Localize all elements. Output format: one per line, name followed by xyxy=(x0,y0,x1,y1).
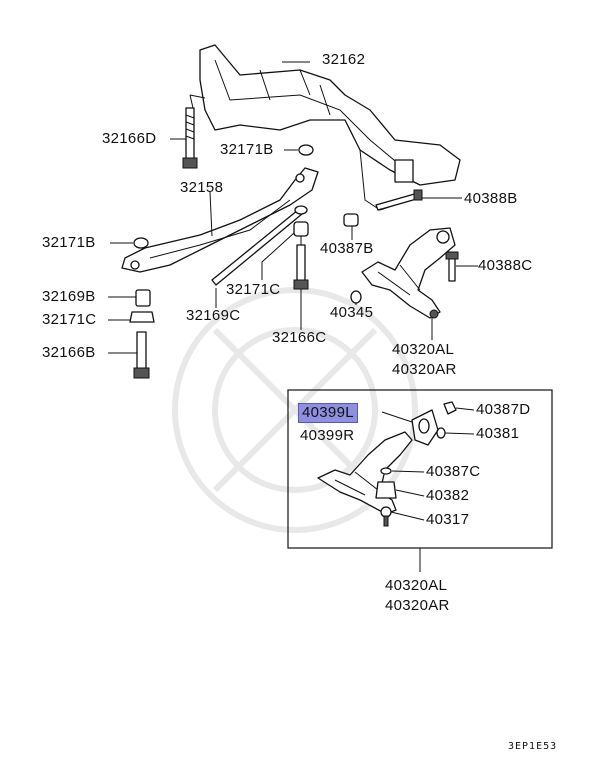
bushing-40399 xyxy=(411,409,439,446)
label-32162[interactable]: 32162 xyxy=(322,51,366,68)
label-40387c[interactable]: 40387C xyxy=(426,463,481,480)
diagram-code: 3EP1E53 xyxy=(508,741,558,752)
rod-32169c xyxy=(211,205,308,286)
bushing-32171c-mid xyxy=(293,221,309,245)
label-40320ar-bottom[interactable]: 40320AR xyxy=(385,597,450,614)
bar-32158 xyxy=(121,167,319,273)
label-40387d[interactable]: 40387D xyxy=(476,401,531,418)
spacer-32169b xyxy=(135,289,151,307)
leader-lines xyxy=(108,61,478,572)
label-32158[interactable]: 32158 xyxy=(180,179,224,196)
label-40382[interactable]: 40382 xyxy=(426,487,470,504)
label-40387b[interactable]: 40387B xyxy=(320,240,374,257)
lower-arm-40320-top xyxy=(361,227,456,319)
bushing-40387b xyxy=(343,213,359,227)
label-32169c[interactable]: 32169C xyxy=(186,307,241,324)
bolt-40388b xyxy=(375,189,423,211)
washer-40381 xyxy=(436,427,446,439)
label-40320ar-top[interactable]: 40320AR xyxy=(392,361,457,378)
label-32171c-mid[interactable]: 32171C xyxy=(226,281,281,298)
bolt-32166d xyxy=(182,107,198,169)
label-40399l-highlighted[interactable]: 40399L xyxy=(298,403,358,423)
label-40320al-bottom[interactable]: 40320AL xyxy=(385,577,448,594)
bushing-32171b-top xyxy=(298,144,314,156)
label-32171b-left[interactable]: 32171B xyxy=(42,234,96,251)
label-32166c[interactable]: 32166C xyxy=(272,329,327,346)
ball-joint-40317 xyxy=(380,506,392,527)
bolt-32166b xyxy=(133,331,150,379)
watermark-emblem xyxy=(172,287,418,533)
washer-40345 xyxy=(350,290,362,304)
crossmember-32162 xyxy=(189,44,461,211)
label-40388c[interactable]: 40388C xyxy=(478,257,533,274)
label-32166d[interactable]: 32166D xyxy=(102,130,157,147)
label-40399r[interactable]: 40399R xyxy=(300,427,355,444)
bushing-32171b-left xyxy=(133,237,149,249)
bolt-32166c xyxy=(293,244,309,290)
label-40388b[interactable]: 40388B xyxy=(464,190,518,207)
label-40345[interactable]: 40345 xyxy=(330,304,374,321)
nut-40387d xyxy=(443,401,457,415)
label-32171b-top[interactable]: 32171B xyxy=(220,141,274,158)
label-40317[interactable]: 40317 xyxy=(426,511,470,528)
bushing-32171c-left xyxy=(129,311,155,323)
label-40381[interactable]: 40381 xyxy=(476,425,520,442)
lower-arm-detail xyxy=(317,431,413,515)
label-32169b[interactable]: 32169B xyxy=(42,288,96,305)
label-40320al-top[interactable]: 40320AL xyxy=(392,341,455,358)
label-32166b[interactable]: 32166B xyxy=(42,344,96,361)
boot-40382 xyxy=(375,481,397,499)
clip-40387c xyxy=(380,467,392,475)
bolt-40388c xyxy=(445,251,459,282)
label-32171c-left[interactable]: 32171C xyxy=(42,311,97,328)
